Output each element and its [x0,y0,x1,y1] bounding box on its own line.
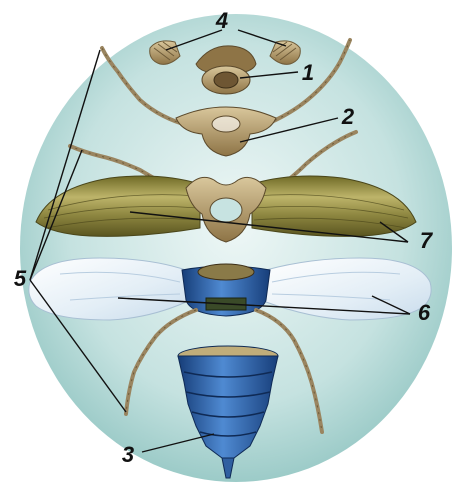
label-3: 3 [122,442,134,467]
label-1: 1 [302,60,314,85]
label-5: 5 [14,266,27,291]
label-7: 7 [420,228,434,253]
label-2: 2 [341,104,355,129]
label-6: 6 [418,300,431,325]
label-legs: 5 [14,266,27,291]
label-4: 4 [215,8,228,33]
label-antennae: 4 [215,8,228,33]
label-prothorax: 2 [341,104,355,129]
label-abdomen: 3 [122,442,134,467]
label-elytra: 7 [420,228,434,253]
label-head: 1 [302,60,314,85]
label-wings: 6 [418,300,431,325]
